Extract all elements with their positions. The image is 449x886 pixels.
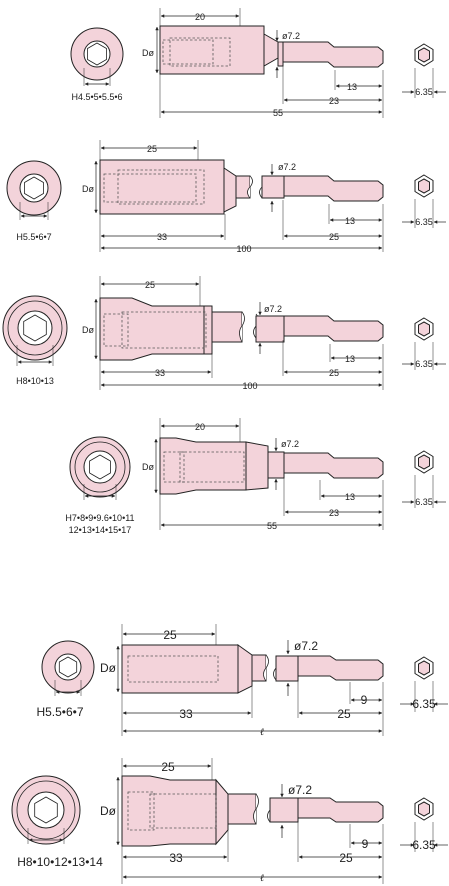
tool-5-size-caption: H5.5•6•7 — [36, 705, 83, 719]
tool-2-hex-view: 6.35 — [402, 174, 446, 228]
tool-5-diameter-label: Dø — [100, 661, 117, 675]
tool-2: H5.5•6•7 Dø 25 ø7.2 13 — [6, 140, 446, 254]
tool-1-diameter-label: Dø — [142, 48, 154, 58]
tool-2-size-caption: H5.5•6•7 — [16, 232, 51, 242]
tool-4-total-dim: 55 — [267, 521, 277, 531]
tool-4-hex-width: 6.35 — [415, 497, 433, 507]
tool-6-hex-width: 6.35 — [412, 838, 436, 852]
tool-2-socket-dim: 25 — [147, 144, 157, 154]
tool-3-end-view: H8•10•13 — [2, 295, 68, 386]
tool-2-end-view: H5.5•6•7 — [6, 160, 62, 242]
tool-6-hex-view: 6.35 — [400, 797, 448, 852]
tool-3-size-caption: H8•10•13 — [16, 376, 54, 386]
tool-1-hex-width: 6.35 — [415, 87, 433, 97]
tool-5-side-view: Dø 25 ø7.2 9 25 33 ℓ — [100, 624, 384, 738]
tool-2-side-view: Dø 25 ø7.2 13 25 33 100 — [82, 140, 384, 254]
tool-2-total-dim: 100 — [236, 244, 251, 254]
tool-5-end-view: H5.5•6•7 — [36, 640, 95, 719]
tool-2-shank-dim: 25 — [329, 232, 339, 242]
tool-5: H5.5•6•7 Dø 25 ø7.2 9 — [36, 624, 448, 738]
tool-6-side-view: Dø 25 ø7.2 9 25 33 ℓ — [100, 758, 384, 884]
tool-4-diameter-label: Dø — [142, 462, 154, 472]
tool-1-socket-dim: 20 — [195, 12, 205, 22]
tool-4: H7•8•9•9.6•10•11 12•13•14•15•17 Dø 20 ø7… — [65, 418, 446, 535]
tool-6-socket-dim: 25 — [161, 760, 175, 774]
tool-2-diameter-label: Dø — [82, 184, 94, 194]
tool-1-shank-diameter: ø7.2 — [282, 31, 300, 41]
tool-4-size-caption-line-1: H7•8•9•9.6•10•11 — [65, 513, 134, 523]
tool-5-hex-view: 6.35 — [400, 656, 448, 712]
tool-4-size-caption-line-2: 12•13•14•15•17 — [69, 525, 132, 535]
tool-6-end-view: H8•10•12•13•14 — [11, 775, 103, 869]
tool-1-hex-view: 6.35 — [402, 43, 446, 98]
tool-6-shank-dim: 25 — [339, 851, 353, 865]
tool-6-body-dim: 33 — [169, 851, 183, 865]
tool-3-hex-length-dim: 13 — [345, 354, 355, 364]
tool-1-size-caption: H4.5•5•5.5•6 — [72, 92, 123, 102]
tool-4-end-view: H7•8•9•9.6•10•11 12•13•14•15•17 — [65, 436, 135, 535]
tool-6-size-caption: H8•10•12•13•14 — [17, 855, 103, 869]
tool-4-side-view: Dø 20 ø7.2 13 23 55 — [142, 418, 384, 531]
tool-5-hex-width: 6.35 — [412, 697, 436, 711]
tool-6-hex-length-dim: 9 — [362, 837, 369, 851]
tool-3-side-view: Dø 25 ø7.2 13 25 33 100 — [82, 276, 384, 391]
tool-2-body-dim: 33 — [157, 232, 167, 242]
tool-6-shank-diameter: ø7.2 — [288, 783, 312, 797]
tool-1-side-view: Dø 20 ø7.2 13 23 55 — [142, 8, 384, 118]
tool-3-diameter-label: Dø — [82, 325, 94, 335]
tool-3-total-dim: 100 — [242, 381, 257, 391]
tool-5-total-dim: ℓ — [260, 727, 264, 738]
tool-5-shank-diameter: ø7.2 — [294, 639, 318, 653]
tool-6-diameter-label-text: Dø — [100, 804, 117, 818]
tool-2-hex-width: 6.35 — [415, 217, 433, 227]
tool-3-hex-view: 6.35 — [402, 317, 446, 370]
tool-3-hex-width: 6.35 — [415, 359, 433, 369]
tool-6: H8•10•12•13•14 Dø 25 ø7.2 9 — [11, 758, 448, 884]
tool-3-shank-dim: 25 — [329, 368, 339, 378]
tool-3-body-dim: 33 — [155, 368, 165, 378]
tool-5-hex-length-dim: 9 — [361, 693, 368, 707]
tool-1: H4.5•5•5.5•6 Dø 20 ø7.2 13 — [70, 8, 446, 118]
tool-4-shank-dim: 23 — [329, 508, 339, 518]
tool-4-hex-view: 6.35 — [402, 450, 446, 508]
tool-2-hex-length-dim: 13 — [345, 216, 355, 226]
tool-1-end-view: H4.5•5•5.5•6 — [70, 27, 124, 102]
tool-2-shank-diameter: ø7.2 — [278, 162, 296, 172]
tool-3-socket-dim: 25 — [145, 280, 155, 290]
tool-3-shank-diameter: ø7.2 — [264, 304, 282, 314]
tool-4-socket-dim: 20 — [195, 422, 205, 432]
tool-1-total-dim: 55 — [273, 108, 283, 118]
tool-5-socket-dim: 25 — [163, 628, 177, 642]
tool-1-shank-dim: 23 — [329, 96, 339, 106]
tool-6-total-dim: ℓ — [260, 873, 264, 884]
tool-5-body-dim: 33 — [179, 707, 193, 721]
tool-5-shank-dim: 25 — [337, 707, 351, 721]
tool-1-hex-length-dim: 13 — [347, 82, 357, 92]
tool-3: H8•10•13 Dø 25 ø7.2 13 — [2, 276, 446, 391]
tool-4-shank-diameter: ø7.2 — [281, 439, 299, 449]
tool-4-hex-length-dim: 13 — [345, 492, 355, 502]
